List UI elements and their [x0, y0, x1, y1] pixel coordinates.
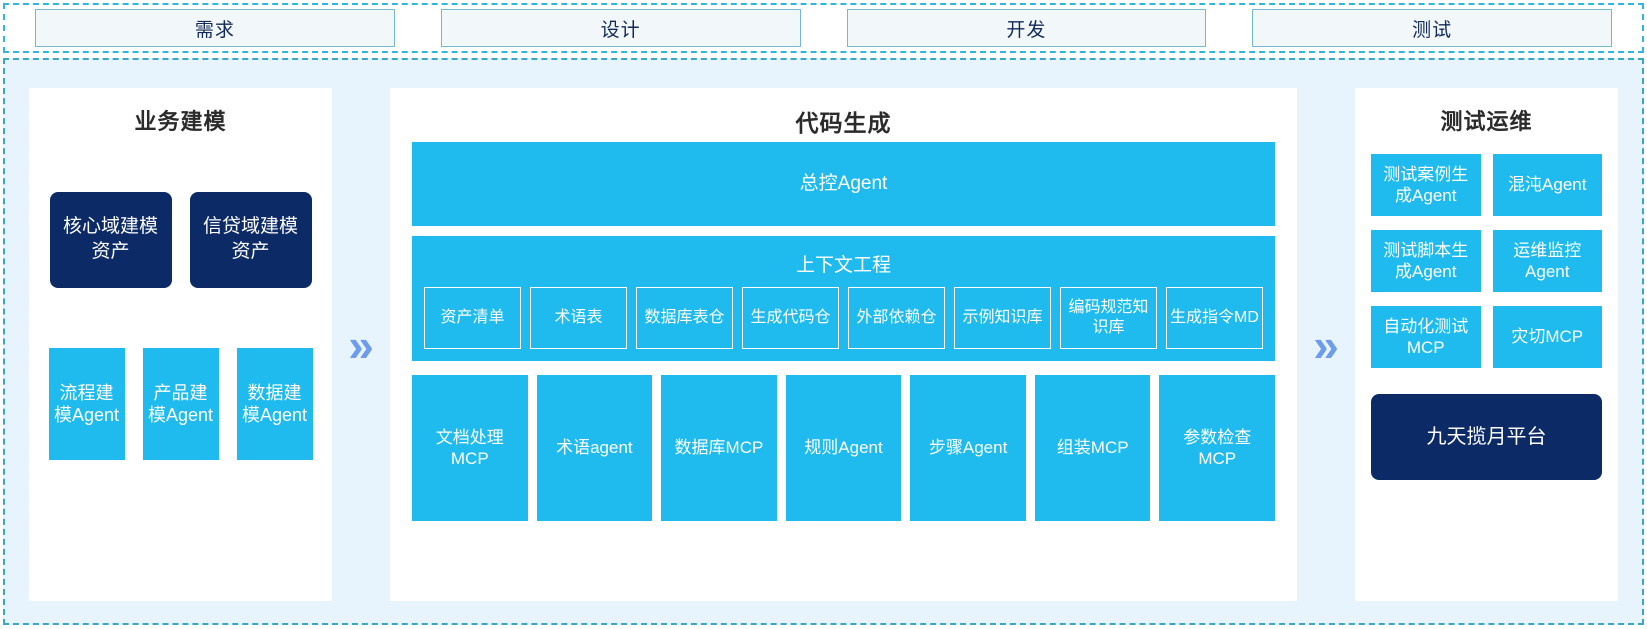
agent-test-script-generation[interactable]: 测试脚本生成Agent [1371, 230, 1481, 292]
asset-core-domain[interactable]: 核心域建模资产 [49, 192, 172, 288]
tool-rule-agent[interactable]: 规则Agent [785, 375, 902, 521]
panel-title-code-generation: 代码生成 [795, 110, 892, 136]
code-generation-tools: 文档处理MCP 术语agent 数据库MCP 规则Agent 步骤Agent 组… [412, 375, 1276, 521]
tool-assembly-mcp[interactable]: 组装MCP [1034, 375, 1151, 521]
chevron-right-icon-1: » [348, 318, 374, 371]
agent-operations-monitoring[interactable]: 运维监控Agent [1492, 230, 1602, 292]
phase-box-requirements[interactable]: 需求 [35, 9, 395, 47]
context-item-example-knowledge-base[interactable]: 示例知识库 [954, 287, 1051, 349]
context-item-generated-code-repo[interactable]: 生成代码仓 [742, 287, 839, 349]
business-agents-group: 流程建模Agent 产品建模Agent 数据建模Agent [43, 348, 318, 460]
panel-test-operations: 测试运维 测试案例生成Agent 混沌Agent 测试脚本生成Agent 运维监… [1355, 88, 1618, 601]
phase-box-development[interactable]: 开发 [846, 9, 1207, 47]
panel-title-business-modeling: 业务建模 [134, 109, 227, 134]
context-engineering-title: 上下文工程 [795, 255, 891, 276]
asset-credit-domain[interactable]: 信贷域建模资产 [189, 192, 312, 288]
agent-test-case-generation[interactable]: 测试案例生成Agent [1371, 154, 1481, 216]
platform-jiutian-lanyue[interactable]: 九天揽月平台 [1371, 394, 1602, 480]
tool-automated-test-mcp[interactable]: 自动化测试MCP [1371, 306, 1481, 368]
platform-wrap: 九天揽月平台 [1369, 394, 1604, 480]
panel-business-modeling: 业务建模 核心域建模资产 信贷域建模资产 流程建模Agent 产品建模Agent… [29, 88, 332, 601]
agent-data-modeling[interactable]: 数据建模Agent [236, 348, 313, 460]
agent-process-modeling[interactable]: 流程建模Agent [48, 348, 125, 460]
phase-box-testing[interactable]: 测试 [1252, 9, 1612, 47]
tool-database-mcp[interactable]: 数据库MCP [661, 375, 777, 521]
phase-label: 设计 [600, 19, 641, 41]
tool-disaster-switch-mcp[interactable]: 灾切MCP [1492, 306, 1602, 368]
tool-step-agent[interactable]: 步骤Agent [910, 375, 1026, 521]
tool-document-processing-mcp[interactable]: 文档处理MCP [412, 375, 528, 521]
phase-label: 测试 [1412, 19, 1453, 41]
phase-box-design[interactable]: 设计 [440, 9, 801, 47]
context-engineering-block: 上下文工程 资产清单 术语表 数据库表仓 生成代码仓 外部依赖仓 示例知识库 编… [412, 236, 1275, 361]
tool-parameter-check-mcp[interactable]: 参数检查MCP [1159, 375, 1276, 521]
architecture-body: 业务建模 核心域建模资产 信贷域建模资产 流程建模Agent 产品建模Agent… [3, 58, 1644, 625]
context-engineering-items: 资产清单 术语表 数据库表仓 生成代码仓 外部依赖仓 示例知识库 编码规范知识库… [424, 287, 1263, 349]
agent-product-modeling[interactable]: 产品建模Agent [142, 348, 219, 460]
panel-code-generation: 代码生成 总控Agent 上下文工程 资产清单 术语表 数据库表仓 生成代码仓 … [390, 88, 1297, 601]
phase-strip: 需求 设计 开发 测试 [3, 3, 1644, 53]
context-item-generation-instruction-md[interactable]: 生成指令MD [1166, 287, 1263, 349]
agent-chaos[interactable]: 混沌Agent [1492, 154, 1602, 216]
chevron-right-icon-2: » [1313, 318, 1339, 371]
context-item-coding-standard-knowledge-base[interactable]: 编码规范知识库 [1060, 287, 1157, 349]
context-item-asset-list[interactable]: 资产清单 [424, 287, 521, 349]
phase-label: 开发 [1006, 19, 1047, 41]
context-item-glossary[interactable]: 术语表 [530, 287, 627, 349]
context-item-external-dependency-repo[interactable]: 外部依赖仓 [848, 287, 945, 349]
code-generation-stack: 总控Agent 上下文工程 资产清单 术语表 数据库表仓 生成代码仓 外部依赖仓… [404, 142, 1283, 521]
test-operations-grid: 测试案例生成Agent 混沌Agent 测试脚本生成Agent 运维监控Agen… [1369, 154, 1604, 368]
context-item-db-table-repo[interactable]: 数据库表仓 [636, 287, 733, 349]
master-control-agent[interactable]: 总控Agent [412, 142, 1275, 226]
tool-glossary-agent[interactable]: 术语agent [536, 375, 653, 521]
phase-label: 需求 [194, 19, 235, 41]
business-assets-group: 核心域建模资产 信贷域建模资产 [43, 192, 318, 288]
panel-title-test-operations: 测试运维 [1440, 109, 1533, 134]
